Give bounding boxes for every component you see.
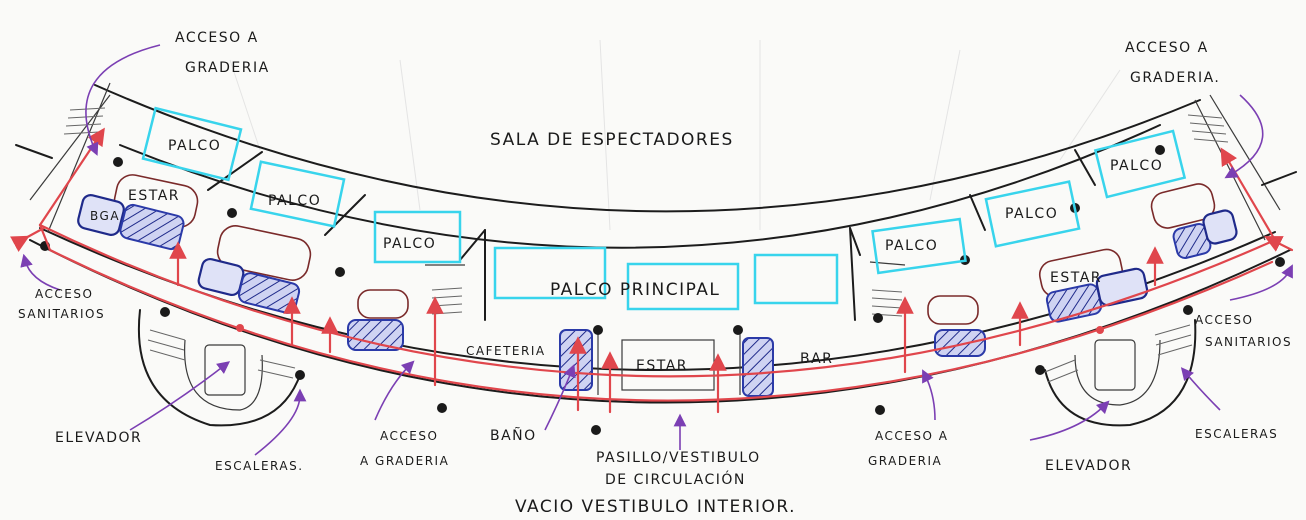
label-acceso-graderia-br-2: GRADERIA xyxy=(868,454,942,468)
labels: ACCESO A GRADERIA ACCESO A GRADERIA. SAL… xyxy=(18,30,1292,517)
label-estar-right: ESTAR xyxy=(1050,270,1102,286)
service-blocks xyxy=(77,194,1238,397)
lounge-shapes xyxy=(113,174,1216,325)
label-estar-center: ESTAR xyxy=(636,358,688,374)
label-estar-left: ESTAR xyxy=(128,188,180,204)
label-palco-1: PALCO xyxy=(168,138,221,154)
label-pasillo-2: DE CIRCULACIÓN xyxy=(605,470,746,488)
label-bano: BAÑO xyxy=(490,427,537,444)
label-acceso-graderia-tr-2: GRADERIA. xyxy=(1130,70,1220,86)
circulation-route xyxy=(10,127,1294,414)
label-pasillo-1: PASILLO/VESTIBULO xyxy=(596,450,761,466)
label-palco-5: PALCO xyxy=(1005,206,1058,222)
label-acceso-graderia-tl-2: GRADERIA xyxy=(185,60,270,76)
label-acceso-sanitarios-l-2: SANITARIOS xyxy=(18,307,105,321)
label-acceso-sanitarios-r-1: ACCESO xyxy=(1195,313,1253,327)
label-palco-4: PALCO xyxy=(885,238,938,254)
label-palco-principal: PALCO PRINCIPAL xyxy=(550,280,720,300)
palco-outlines xyxy=(141,106,1187,311)
label-palco-2: PALCO xyxy=(268,193,321,209)
label-acceso-graderia-br-1: ACCESO A xyxy=(875,429,948,443)
label-cafeteria: CAFETERIA xyxy=(466,344,546,358)
stair-drum-right xyxy=(1044,319,1197,427)
label-palco-6: PALCO xyxy=(1110,158,1163,174)
guide-lines xyxy=(229,39,1121,231)
label-palco-3: PALCO xyxy=(383,236,436,252)
stair-drum-left xyxy=(137,309,301,427)
label-acceso-sanitarios-l-1: ACCESO xyxy=(35,287,93,301)
label-sala-espectadores: SALA DE ESPECTADORES xyxy=(490,130,734,150)
label-bga: BGA xyxy=(90,209,120,223)
annotation-arrows xyxy=(20,44,1293,456)
label-acceso-graderia-bl-2: A GRADERIA xyxy=(360,454,449,468)
label-escaleras-left: ESCALERAS. xyxy=(215,459,304,473)
label-escaleras-right: ESCALERAS xyxy=(1195,427,1278,441)
label-acceso-graderia-bl-1: ACCESO xyxy=(380,429,438,443)
label-acceso-graderia-tr-1: ACCESO A xyxy=(1125,40,1209,56)
label-elevador-left: ELEVADOR xyxy=(55,430,142,446)
label-elevador-right: ELEVADOR xyxy=(1045,458,1132,474)
stair-hatching xyxy=(63,107,1229,317)
label-acceso-graderia-tl-1: ACCESO A xyxy=(175,30,259,46)
label-acceso-sanitarios-r-2: SANITARIOS xyxy=(1205,335,1292,349)
label-bar: BAR xyxy=(800,351,833,367)
label-vacio: VACIO VESTIBULO INTERIOR. xyxy=(515,497,796,517)
